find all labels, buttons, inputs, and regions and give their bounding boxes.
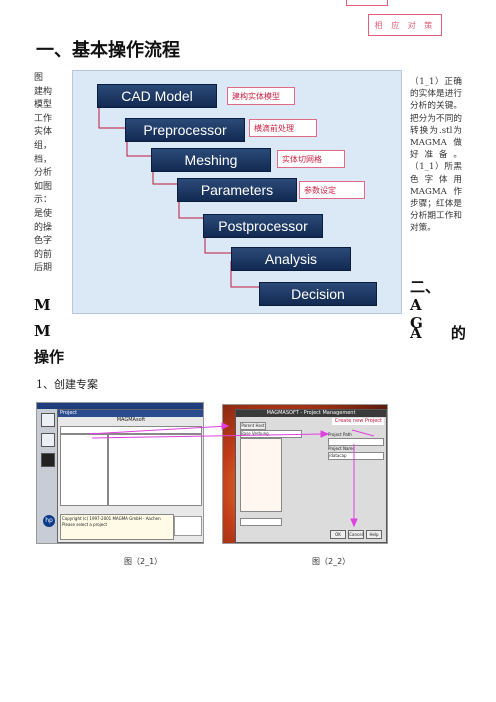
cancel-button[interactable]: Cancel	[348, 530, 364, 539]
header-stamp: 相 应 对 策	[368, 14, 442, 36]
arrowhead	[320, 430, 330, 438]
project-window-title: Project	[58, 410, 203, 417]
arrow-to-path	[91, 433, 325, 439]
dialog-title: MAGMASOFT - Project Management	[236, 410, 386, 417]
figure-2-1-caption: 图（2_1）	[124, 557, 163, 566]
flow-step-postprocessor: Postprocessor	[203, 214, 323, 238]
project-window-menu: MAGMAsoft	[116, 417, 146, 423]
left-text-line: 分析	[34, 168, 53, 179]
section2-ag: A G	[410, 296, 443, 332]
section2-ade: A 的	[410, 324, 478, 342]
flow-step-preprocessor: Preprocessor	[125, 118, 245, 142]
arrowhead	[350, 518, 358, 528]
figure-2-1-screenshot: hp Project MAGMAsoft Copyright (c) 1997-…	[36, 402, 204, 544]
note-meshing: 实体切网格	[277, 150, 345, 168]
connector-1	[98, 108, 125, 129]
section2-title-end: 操作	[34, 348, 65, 366]
message-line: Please select a project	[62, 522, 108, 527]
desktop-icon[interactable]	[41, 433, 55, 447]
message-area: Copyright (c) 1997-2001 MAGMA GmbH - Aac…	[60, 514, 174, 540]
flow-step-decision: Decision	[259, 282, 377, 306]
project-path-label: Project Path	[328, 432, 352, 437]
right-text-column: （1_1）正确的实体是进行分析的关键。把分为不同的转换为.stl为 MAGMA做…	[410, 77, 462, 234]
left-text-line: 后期	[34, 263, 53, 274]
left-text-line: 图	[34, 73, 44, 83]
left-text-line: 组，	[34, 140, 53, 151]
section2-m2: M	[34, 322, 51, 340]
message-line: Copyright (c) 1997-2001 MAGMA GmbH - Aac…	[62, 516, 161, 521]
project-path-input[interactable]	[328, 438, 384, 446]
help-button[interactable]: Help	[366, 530, 382, 539]
create-new-project-label[interactable]: Create new Project	[332, 418, 384, 425]
ok-button[interactable]: OK	[330, 530, 346, 539]
left-text-line: 模型	[34, 100, 53, 111]
flowchart-panel: CAD Model Preprocessor Meshing Parameter…	[72, 70, 402, 314]
flow-step-analysis: Analysis	[231, 247, 351, 271]
site-field[interactable]	[240, 518, 282, 526]
figure-2-2-screenshot: MAGMASOFT - Project Management Create ne…	[222, 404, 388, 544]
left-text-line: 实体	[34, 127, 53, 138]
magma-logo-icon	[174, 516, 202, 536]
left-text-line: 的操	[34, 222, 53, 233]
flow-step-parameters: Parameters	[177, 178, 297, 202]
left-text-line: 工作	[34, 113, 53, 124]
tab-parent-host[interactable]: Parent Host	[240, 422, 266, 430]
section-title: 一、基本操作流程	[36, 40, 180, 61]
note-parameters: 参数设定	[299, 181, 365, 199]
header-box	[346, 0, 388, 6]
left-text-line: 档，	[34, 154, 53, 165]
project-management-dialog: MAGMASOFT - Project Management Create ne…	[235, 409, 387, 543]
project-name-label: Project Name	[328, 446, 355, 451]
arrow-to-create	[351, 429, 375, 437]
desktop-icon[interactable]	[41, 453, 55, 467]
figure-2-2-caption: 图（2_2）	[312, 557, 351, 566]
flow-step-meshing: Meshing	[151, 148, 271, 172]
desktop-taskbar	[37, 403, 203, 409]
note-preprocess: 横滴前处理	[249, 119, 317, 137]
left-text-column: 图 建构 模型 工作 实体 组， 档， 分析 如图 示： 是使 的操 色字 的前…	[34, 72, 66, 276]
left-text-line: 的前	[34, 249, 53, 260]
project-path-field[interactable]	[60, 426, 202, 434]
desktop-icon[interactable]	[41, 413, 55, 427]
arrowhead	[221, 422, 230, 430]
left-text-line: 建构	[34, 86, 53, 97]
note-model: 建构实体模型	[227, 87, 295, 105]
arrow-to-tab	[87, 425, 229, 435]
left-text-line: 色字	[34, 236, 53, 247]
project-list[interactable]	[60, 434, 108, 506]
subsection-title: 1、创建专案	[36, 378, 98, 391]
section2-number: 二、	[410, 278, 441, 296]
section2-m1: M	[34, 296, 51, 314]
hp-logo-icon: hp	[43, 515, 55, 527]
left-text-line: 如图	[34, 181, 53, 192]
project-file-list[interactable]	[108, 434, 202, 506]
left-text-line: 示：	[34, 195, 53, 206]
project-name-input[interactable]: /datacap	[328, 452, 384, 460]
left-text-line: 是使	[34, 208, 53, 219]
project-list-box[interactable]	[240, 438, 282, 512]
flow-step-cad-model: CAD Model	[97, 84, 217, 108]
